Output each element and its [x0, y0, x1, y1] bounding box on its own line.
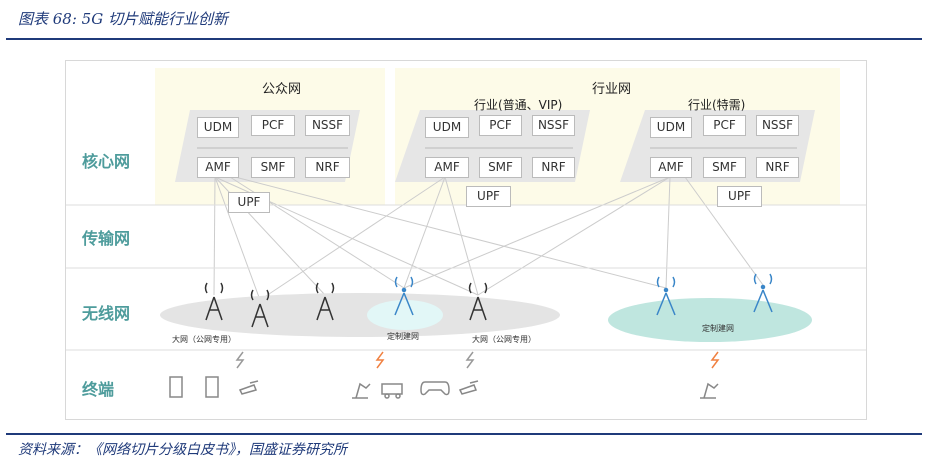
- row-label-transport: 传输网: [82, 229, 131, 248]
- nf-upf: UPF: [228, 192, 270, 213]
- nf-udm: UDM: [650, 117, 692, 138]
- nf-pcf: PCF: [479, 115, 522, 136]
- lightning-icon: [375, 351, 385, 369]
- nf-smf: SMF: [251, 157, 295, 178]
- custom-radio-area-mid: [367, 300, 443, 330]
- custom-radio-area-right: [608, 298, 812, 342]
- public-net-title: 公众网: [262, 82, 302, 97]
- nf-amf: AMF: [650, 157, 692, 178]
- nf-smf: SMF: [479, 157, 522, 178]
- nf-pcf: PCF: [703, 115, 746, 136]
- nf-udm: UDM: [425, 117, 469, 138]
- nf-pcf: PCF: [251, 115, 295, 136]
- nf-nrf: NRF: [756, 157, 799, 178]
- slice2-title: 行业(特需): [688, 98, 746, 112]
- camera-icon: [238, 380, 259, 395]
- nf-upf: UPF: [466, 186, 511, 207]
- robot-arm-icon: [700, 382, 719, 399]
- nf-udm: UDM: [197, 117, 239, 138]
- tower-icon: [468, 282, 488, 321]
- nf-smf: SMF: [703, 157, 746, 178]
- radio-label-public: 大网（公网专用）: [472, 335, 536, 344]
- nf-nrf: NRF: [305, 157, 350, 178]
- nf-amf: AMF: [197, 157, 239, 178]
- radio-label-public: 大网（公网专用）: [172, 335, 236, 344]
- figure-title: 图表 68: 5G 切片赋能行业创新: [18, 10, 228, 28]
- gamepad-icon: [420, 381, 450, 396]
- radio-label-custom: 定制建网: [702, 324, 734, 333]
- blue-towers: [394, 273, 773, 316]
- nf-amf: AMF: [425, 157, 469, 178]
- tower-icon: [250, 289, 270, 328]
- row-label-core: 核心网: [82, 152, 131, 171]
- tower-icon: [315, 282, 335, 321]
- slice1-title: 行业(普通、VIP): [474, 98, 563, 112]
- lightning-icon: [710, 351, 720, 369]
- lightning-icon: [235, 351, 245, 369]
- nf-upf: UPF: [717, 186, 762, 207]
- tower-icon: [204, 282, 224, 321]
- industry-net-title: 行业网: [592, 82, 632, 97]
- custom-tower-icon: [656, 276, 676, 316]
- nf-nssf: NSSF: [532, 115, 575, 136]
- row-label-wireless: 无线网: [82, 304, 131, 323]
- camera-icon: [458, 380, 479, 395]
- footer-rule: [6, 433, 922, 435]
- nf-nssf: NSSF: [756, 115, 799, 136]
- phone-icon: [169, 376, 183, 398]
- gray-towers: [204, 282, 488, 328]
- radio-label-custom: 定制建网: [387, 332, 419, 341]
- nf-nrf: NRF: [532, 157, 575, 178]
- custom-tower-icon: [394, 276, 414, 316]
- lightning-icons: [235, 351, 720, 369]
- nf-nssf: NSSF: [305, 115, 350, 136]
- row-label-terminal: 终端: [82, 380, 115, 399]
- terminal-icons: [169, 376, 719, 399]
- header-rule: [6, 38, 922, 40]
- robot-arm-icon: [352, 382, 371, 399]
- source-note: 资料来源：《网络切片分级白皮书》，国盛证券研究所: [18, 442, 347, 458]
- custom-tower-icon: [753, 273, 773, 313]
- lightning-icon: [465, 351, 475, 369]
- phone-icon: [205, 376, 219, 398]
- truck-icon: [381, 383, 403, 395]
